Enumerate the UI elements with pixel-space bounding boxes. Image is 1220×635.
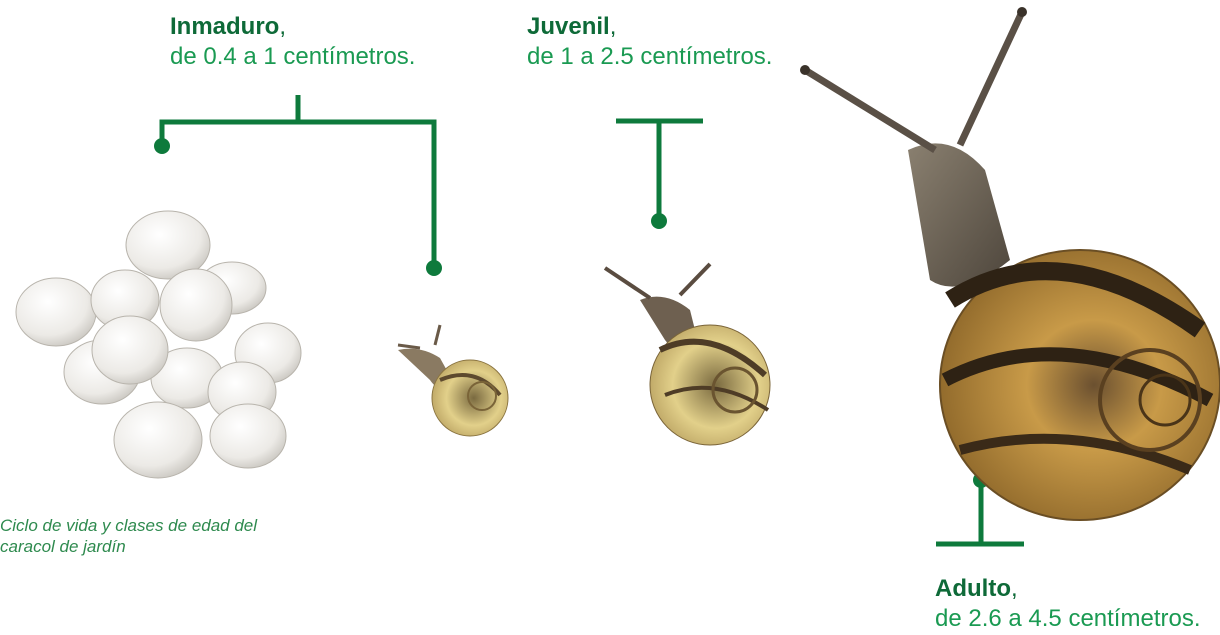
juvenil-dot	[651, 213, 667, 229]
small-snail-illustration	[397, 324, 509, 437]
juvenile-snail-illustration	[603, 262, 771, 446]
figure-caption: Ciclo de vida y clases de edad del carac…	[0, 516, 258, 556]
adulto-range: de 2.6 a 4.5 centímetros.	[935, 605, 1201, 632]
inmaduro-range: de 0.4 a 1 centímetros.	[170, 43, 416, 70]
juvenil-title: Juvenil	[527, 13, 610, 40]
inmaduro-dot-eggs	[154, 138, 170, 154]
adulto-connector	[936, 480, 1024, 547]
adult-snail-illustration	[800, 7, 1220, 521]
juvenil-label: Juvenil, de 1 a 2.5 centímetros.	[527, 13, 773, 70]
juvenil-connector	[616, 118, 703, 220]
adulto-label: Adulto, de 2.6 a 4.5 centímetros.	[935, 575, 1201, 632]
inmaduro-title: Inmaduro	[170, 13, 280, 40]
inmaduro-connector	[159, 95, 437, 268]
inmaduro-dot-snail	[426, 260, 442, 276]
eggs-illustration	[15, 210, 302, 479]
adulto-title: Adulto	[935, 575, 1011, 602]
inmaduro-label: Inmaduro, de 0.4 a 1 centímetros.	[170, 13, 416, 70]
juvenil-range: de 1 a 2.5 centímetros.	[527, 43, 773, 70]
